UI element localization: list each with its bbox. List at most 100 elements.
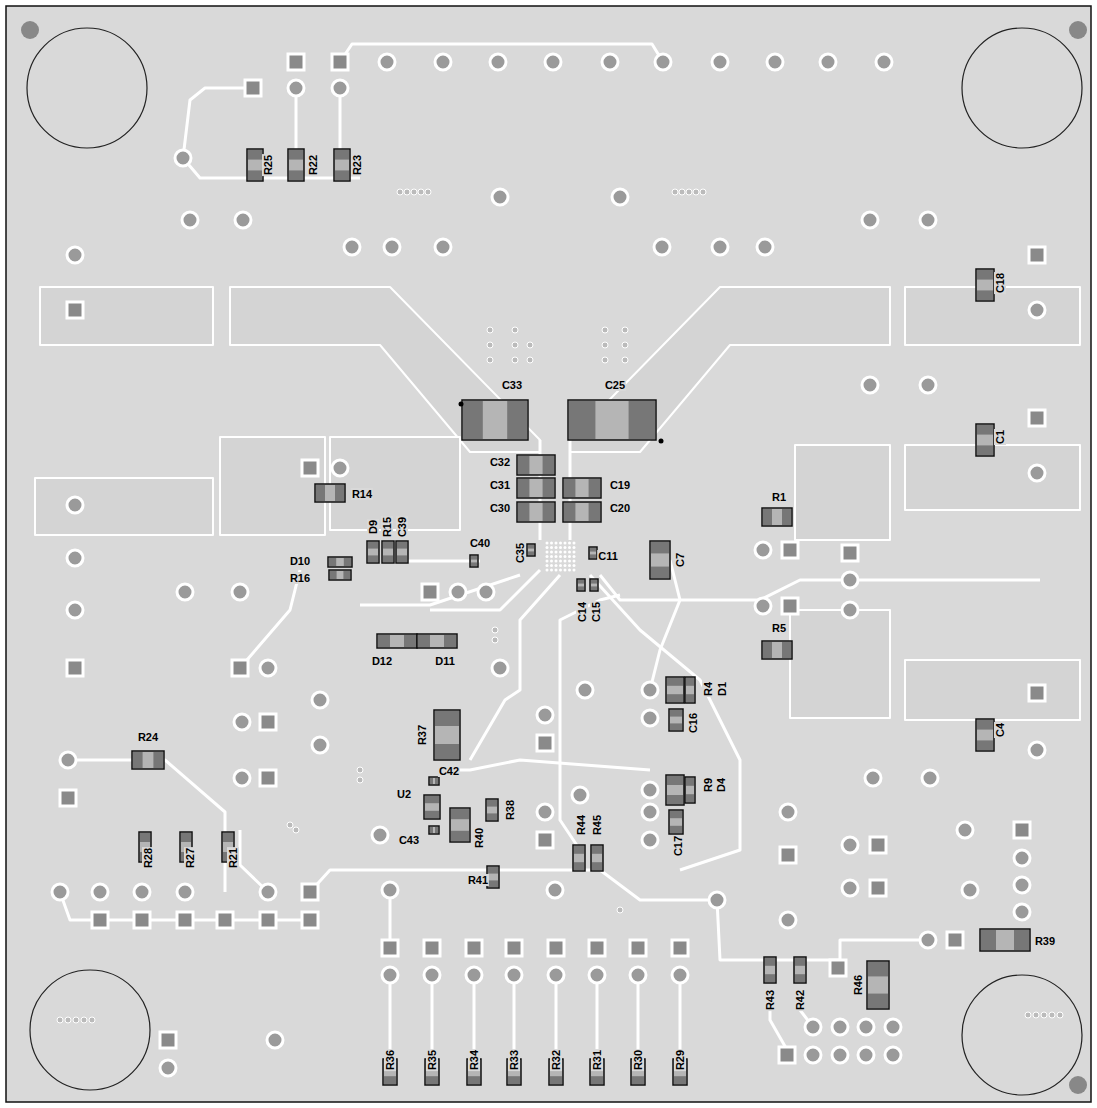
smd-part [429, 777, 439, 785]
through-hole-pad [384, 239, 400, 255]
through-hole-pad [885, 1047, 901, 1063]
polarity-dot [659, 439, 664, 444]
smd-part [450, 808, 470, 842]
smd-part [563, 502, 601, 522]
square-pad [548, 940, 564, 956]
ic-pad [550, 542, 553, 545]
smd-part [486, 799, 498, 821]
via [287, 822, 293, 828]
smd-part [685, 677, 695, 703]
part-designator: C43 [398, 834, 420, 846]
smd-part [590, 579, 598, 591]
via [1057, 1012, 1063, 1018]
copper-trace [470, 575, 560, 760]
part-designator: C20 [609, 502, 631, 514]
ic-pad [568, 551, 571, 554]
smd-part [573, 845, 585, 871]
ic-pad [564, 546, 567, 549]
smd-part [315, 484, 345, 502]
square-pad [245, 80, 261, 96]
through-hole-pad [332, 80, 348, 96]
through-hole-pad [862, 212, 878, 228]
part-designator: R28 [142, 847, 154, 869]
via [602, 327, 608, 333]
copper-plane [230, 287, 540, 452]
smd-part [650, 541, 670, 579]
through-hole-pad [842, 880, 858, 896]
ic-pad [550, 560, 553, 563]
part-designator: R34 [468, 1049, 480, 1071]
smd-part [568, 400, 656, 440]
part-designator: R21 [227, 847, 239, 869]
through-hole-pad [435, 54, 451, 70]
via [487, 357, 493, 363]
through-hole-pad [260, 884, 276, 900]
through-hole-pad [1014, 904, 1030, 920]
through-hole-pad [842, 572, 858, 588]
smd-part [669, 810, 683, 834]
via [686, 189, 692, 195]
through-hole-pad [60, 752, 76, 768]
copper-trace [68, 760, 225, 892]
smd-part [685, 777, 695, 803]
via [492, 627, 498, 633]
through-hole-pad [602, 54, 618, 70]
smd-part [132, 751, 164, 769]
part-designator: D11 [434, 655, 456, 667]
fiducial [1069, 21, 1087, 39]
via [418, 189, 424, 195]
square-pad [537, 832, 553, 848]
part-designator: R9 [702, 777, 714, 793]
via [411, 189, 417, 195]
smd-part [976, 269, 994, 301]
part-designator: R22 [307, 154, 319, 176]
ic-pad [555, 555, 558, 558]
through-hole-pad [537, 804, 553, 820]
ic-pad [568, 560, 571, 563]
through-hole-pad [450, 584, 466, 600]
part-designator: D12 [371, 655, 393, 667]
part-designator: R25 [262, 154, 274, 176]
copper-plane [40, 287, 213, 345]
through-hole-pad [67, 602, 83, 618]
square-pad [217, 912, 233, 928]
through-hole-pad [232, 584, 248, 600]
square-pad [589, 940, 605, 956]
via [1033, 1012, 1039, 1018]
through-hole-pad [490, 54, 506, 70]
through-hole-pad [962, 882, 978, 898]
ic-pad [546, 555, 549, 558]
ic-pad [568, 546, 571, 549]
through-hole-pad [478, 584, 494, 600]
fiducial [21, 21, 39, 39]
square-pad [67, 660, 83, 676]
part-designator: R30 [632, 1049, 644, 1071]
smd-part [527, 544, 535, 556]
ic-pad [564, 555, 567, 558]
part-designator: C14 [576, 601, 588, 623]
through-hole-pad [506, 967, 522, 983]
copper-trace [240, 830, 268, 892]
through-hole-pad [876, 54, 892, 70]
square-pad [332, 54, 348, 70]
part-designator: C15 [590, 601, 602, 623]
smd-part [517, 455, 555, 475]
smd-part [762, 641, 792, 659]
through-hole-pad [957, 822, 973, 838]
ic-pad [564, 564, 567, 567]
part-designator: R23 [351, 154, 363, 176]
through-hole-pad [424, 967, 440, 983]
part-designator: C18 [994, 272, 1006, 294]
part-designator: R38 [504, 799, 516, 821]
ic-pad [559, 564, 562, 567]
part-designator: U2 [396, 788, 412, 800]
square-pad [67, 302, 83, 318]
square-pad [260, 714, 276, 730]
fiducial [1069, 1076, 1087, 1094]
square-pad [506, 940, 522, 956]
square-pad [1029, 247, 1045, 263]
smd-part [794, 957, 806, 983]
part-designator: C19 [609, 479, 631, 491]
ic-pad [573, 546, 576, 549]
part-designator: D10 [289, 555, 311, 567]
